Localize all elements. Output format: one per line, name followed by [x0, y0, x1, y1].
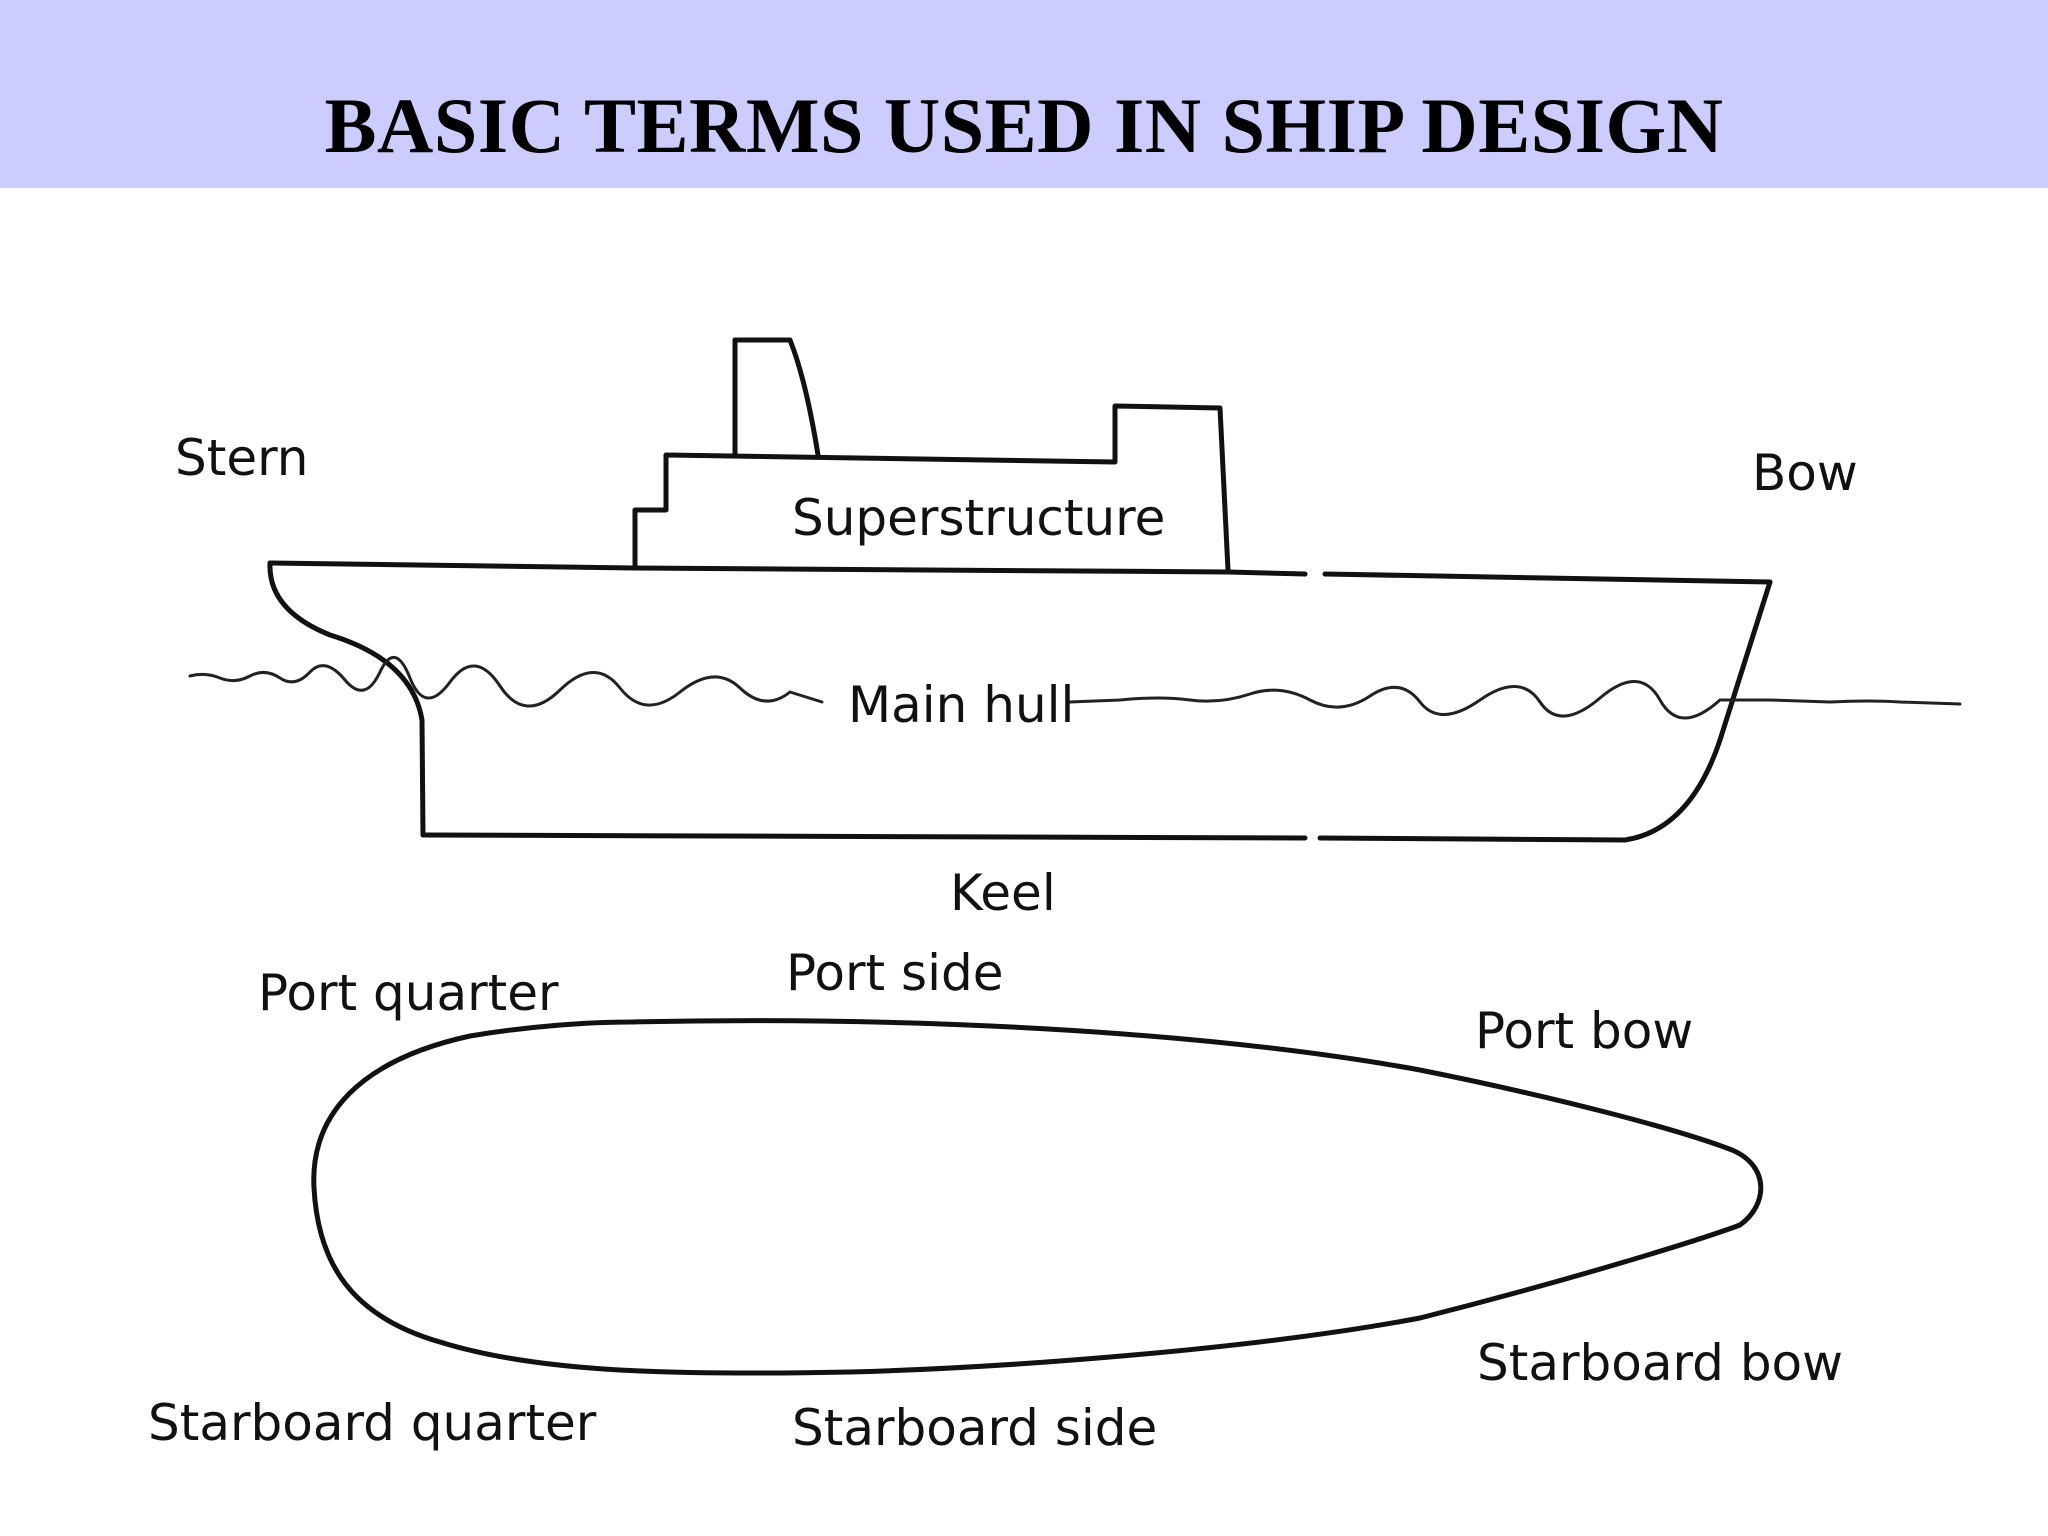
label-starboard-bow: Starboard bow — [1477, 1334, 1843, 1392]
label-port-quarter: Port quarter — [258, 964, 559, 1022]
deck-line — [267, 560, 1308, 577]
waterline-bow — [1768, 698, 1962, 706]
keel-line-fore — [1317, 579, 1773, 843]
label-port-bow: Port bow — [1475, 1002, 1693, 1060]
stern-contour — [267, 560, 426, 838]
waterline-fore — [1068, 680, 1772, 720]
label-bow: Bow — [1752, 444, 1858, 502]
waterline-aft — [188, 656, 824, 708]
label-superstructure: Superstructure — [792, 489, 1165, 547]
title-bar — [0, 0, 2048, 188]
label-stern: Stern — [175, 429, 308, 487]
plan-hull-outline — [311, 1018, 1764, 1376]
funnel — [732, 337, 821, 458]
label-starboard-quarter: Starboard quarter — [148, 1394, 597, 1452]
keel-line — [420, 832, 1308, 841]
label-keel: Keel — [950, 864, 1056, 922]
label-main-hull: Main hull — [848, 676, 1074, 734]
deck-line-fore — [1322, 571, 1773, 585]
slide-title: BASIC TERMS USED IN SHIP DESIGN — [324, 82, 1724, 169]
label-port-side: Port side — [786, 944, 1003, 1002]
label-starboard-side: Starboard side — [792, 1399, 1157, 1457]
superstructure-outline — [632, 403, 1231, 573]
